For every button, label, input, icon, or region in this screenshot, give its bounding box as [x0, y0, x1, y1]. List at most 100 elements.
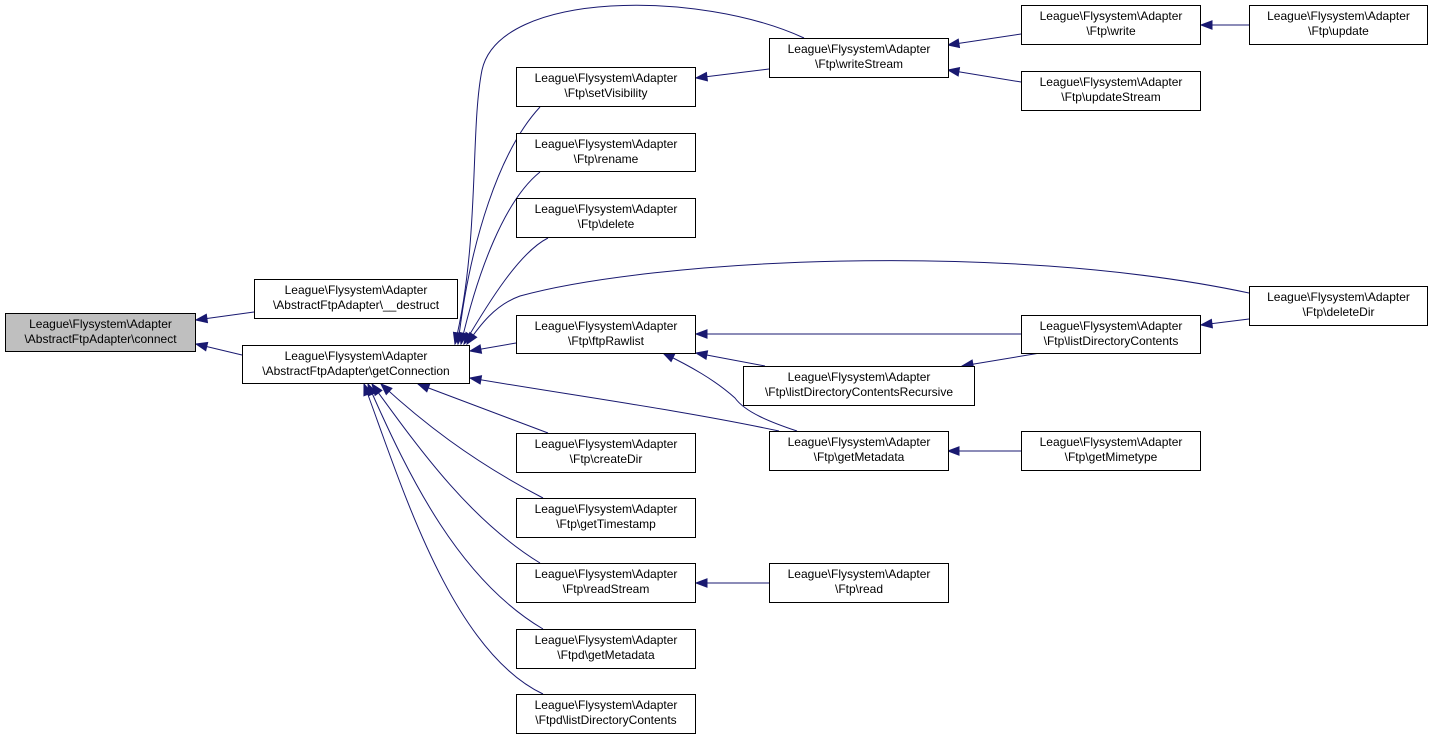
node-update-line2: \Ftp\update — [1308, 24, 1369, 38]
edge-line — [469, 377, 780, 432]
edge-arrowhead — [194, 313, 209, 324]
node-read[interactable]: League\Flysystem\Adapter \Ftp\read — [769, 563, 949, 603]
edge-line — [947, 33, 1022, 46]
node-write-line2: \Ftp\write — [1086, 24, 1136, 38]
node-get-connection-line1: League\Flysystem\Adapter — [285, 349, 428, 363]
edge-arrowhead — [946, 446, 960, 456]
node-update-stream-line2: \Ftp\updateStream — [1061, 90, 1160, 104]
node-update-stream[interactable]: League\Flysystem\Adapter \Ftp\updateStre… — [1021, 71, 1201, 111]
node-get-connection-line2: \AbstractFtpAdapter\getConnection — [262, 364, 449, 378]
edge-arrowhead — [1199, 20, 1213, 30]
edge-arrowhead — [363, 382, 373, 397]
edge-arrowhead — [468, 344, 483, 354]
node-write[interactable]: League\Flysystem\Adapter \Ftp\write — [1021, 5, 1201, 45]
node-create-dir[interactable]: League\Flysystem\Adapter \Ftp\createDir — [516, 433, 696, 473]
node-read-stream[interactable]: League\Flysystem\Adapter \Ftp\readStream — [516, 563, 696, 603]
node-write-stream-line1: League\Flysystem\Adapter — [788, 42, 931, 56]
node-get-connection[interactable]: League\Flysystem\Adapter \AbstractFtpAda… — [242, 345, 470, 384]
edge-update-to-write — [1199, 20, 1249, 30]
edge-ftpdListDirectoryContents-to-getConnection — [363, 382, 544, 695]
node-get-mimetype-line1: League\Flysystem\Adapter — [1040, 435, 1183, 449]
node-rename-line2: \Ftp\rename — [574, 152, 639, 166]
node-list-directory-contents-recursive-line1: League\Flysystem\Adapter — [788, 370, 931, 384]
edge-line — [454, 4, 805, 345]
node-ftpd-list-directory-contents[interactable]: League\Flysystem\Adapter \Ftpd\listDirec… — [516, 694, 696, 734]
edge-listDirectoryContentsRecursive-to-ftpRawlist — [694, 350, 766, 367]
node-destruct-line1: League\Flysystem\Adapter — [285, 283, 428, 297]
node-set-visibility-line1: League\Flysystem\Adapter — [535, 71, 678, 85]
edge-line — [695, 68, 770, 79]
node-update-stream-line1: League\Flysystem\Adapter — [1040, 75, 1183, 89]
edge-listDirectoryContents-to-ftpRawlist — [694, 329, 1021, 339]
node-read-stream-line2: \Ftp\readStream — [563, 582, 650, 596]
edge-arrowhead — [379, 383, 393, 396]
edge-getMetadata-to-getConnection — [468, 375, 780, 432]
node-connect-line2: \AbstractFtpAdapter\connect — [24, 332, 177, 346]
node-read-line2: \Ftp\read — [835, 582, 883, 596]
node-ftpd-get-metadata[interactable]: League\Flysystem\Adapter \Ftpd\getMetada… — [516, 629, 696, 669]
node-get-mimetype[interactable]: League\Flysystem\Adapter \Ftp\getMimetyp… — [1021, 431, 1201, 471]
node-list-directory-contents-recursive[interactable]: League\Flysystem\Adapter \Ftp\listDirect… — [743, 366, 975, 406]
node-get-metadata[interactable]: League\Flysystem\Adapter \Ftp\getMetadat… — [769, 431, 949, 471]
node-write-stream[interactable]: League\Flysystem\Adapter \Ftp\writeStrea… — [769, 38, 949, 78]
node-delete-dir-line2: \Ftp\deleteDir — [1302, 305, 1374, 319]
edge-line — [947, 69, 1022, 83]
node-set-visibility[interactable]: League\Flysystem\Adapter \Ftp\setVisibil… — [516, 67, 696, 107]
edge-line — [460, 171, 541, 345]
node-list-directory-contents[interactable]: League\Flysystem\Adapter \Ftp\listDirect… — [1021, 315, 1201, 354]
edge-line — [466, 260, 1250, 345]
node-destruct[interactable]: League\Flysystem\Adapter \AbstractFtpAda… — [254, 279, 458, 319]
node-ftpd-list-directory-contents-line2: \Ftpd\listDirectoryContents — [535, 713, 676, 727]
edge-arrowhead — [661, 352, 676, 363]
edge-line — [363, 383, 544, 695]
node-connect[interactable]: League\Flysystem\Adapter \AbstractFtpAda… — [5, 313, 196, 352]
node-get-metadata-line2: \Ftp\getMetadata — [814, 450, 905, 464]
edge-arrowhead — [694, 71, 709, 82]
node-delete-line1: League\Flysystem\Adapter — [535, 202, 678, 216]
node-destruct-line2: \AbstractFtpAdapter\__destruct — [273, 298, 440, 312]
node-delete[interactable]: League\Flysystem\Adapter \Ftp\delete — [516, 198, 696, 238]
node-delete-dir[interactable]: League\Flysystem\Adapter \Ftp\deleteDir — [1249, 286, 1428, 326]
node-update[interactable]: League\Flysystem\Adapter \Ftp\update — [1249, 5, 1428, 45]
node-connect-line1: League\Flysystem\Adapter — [29, 317, 172, 331]
node-get-timestamp[interactable]: League\Flysystem\Adapter \Ftp\getTimesta… — [516, 498, 696, 538]
node-ftpd-list-directory-contents-line1: League\Flysystem\Adapter — [535, 698, 678, 712]
edge-arrowhead — [946, 38, 961, 49]
node-get-mimetype-line2: \Ftp\getMimetype — [1065, 450, 1158, 464]
nodes-layer: League\Flysystem\Adapter \AbstractFtpAda… — [5, 5, 1428, 734]
edge-createDir-to-getConnection — [416, 383, 549, 434]
edge-arrowhead — [694, 350, 709, 360]
node-ftp-rawlist-line1: League\Flysystem\Adapter — [535, 319, 678, 333]
edge-deleteDir-to-getConnection — [466, 260, 1250, 346]
edge-arrowhead — [194, 341, 209, 352]
edge-arrowhead — [466, 331, 478, 346]
edge-writeStream-to-getConnection — [452, 4, 805, 346]
edge-write-to-writeStream — [946, 33, 1022, 49]
edge-line — [463, 237, 549, 345]
edge-read-to-readStream — [694, 578, 769, 588]
edge-line — [695, 352, 766, 367]
edge-arrowhead — [452, 331, 463, 346]
edge-arrowhead — [1199, 318, 1214, 329]
node-ftp-rawlist-line2: \Ftp\ftpRawlist — [568, 334, 645, 348]
edge-line — [662, 352, 798, 432]
edge-arrowhead — [946, 67, 961, 77]
edge-getConnection-to-connect — [194, 341, 243, 356]
node-get-timestamp-line1: League\Flysystem\Adapter — [535, 502, 678, 516]
node-create-dir-line2: \Ftp\createDir — [570, 452, 643, 466]
edge-getTimestamp-to-getConnection — [379, 383, 544, 499]
node-write-stream-line2: \Ftp\writeStream — [815, 57, 903, 71]
node-list-directory-contents-recursive-line2: \Ftp\listDirectoryContentsRecursive — [765, 385, 953, 399]
edge-readStream-to-getConnection — [371, 382, 541, 564]
edge-line — [417, 383, 549, 434]
edge-line — [457, 106, 541, 345]
edge-arrowhead — [694, 329, 708, 339]
node-ftp-rawlist[interactable]: League\Flysystem\Adapter \Ftp\ftpRawlist — [516, 315, 696, 354]
node-ftpd-get-metadata-line1: League\Flysystem\Adapter — [535, 633, 678, 647]
edge-line — [371, 383, 541, 564]
edge-destruct-to-connect — [194, 311, 255, 324]
node-rename[interactable]: League\Flysystem\Adapter \Ftp\rename — [516, 133, 696, 172]
node-read-stream-line1: League\Flysystem\Adapter — [535, 567, 678, 581]
edge-arrowhead — [416, 383, 431, 393]
